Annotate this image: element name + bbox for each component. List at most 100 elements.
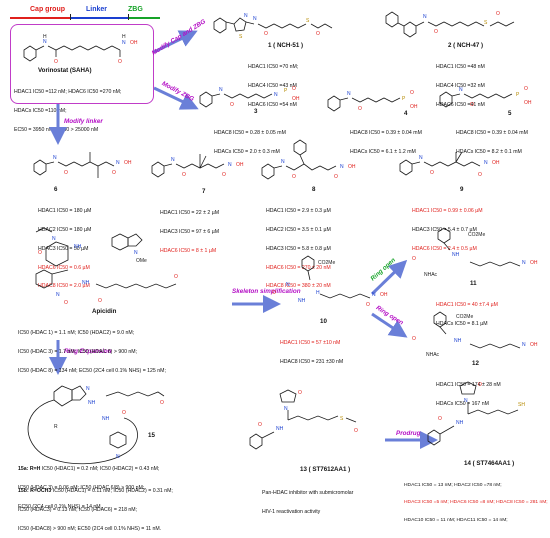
compound-15a-data-line: EC50 (2C4 cell 0.1% NHS) = 14 nM. — [18, 503, 103, 510]
legend-cap-group: Cap group — [30, 6, 65, 13]
compound-2-data-line: HDAC1 IC50 =48 nM — [436, 64, 485, 71]
svg-text:NH: NH — [456, 420, 464, 426]
svg-text:O: O — [112, 170, 116, 176]
compound-1-data-line: HDAC6 IC50 =54 nM — [248, 101, 297, 108]
compound-12-label: 12 — [472, 360, 479, 367]
svg-text:N: N — [56, 292, 60, 298]
svg-text:OH: OH — [236, 162, 244, 168]
compound-10-label: 10 — [320, 318, 327, 325]
svg-text:N: N — [253, 16, 257, 22]
compound-6-data-line: HDAC1 IC50 = 180 µM — [38, 208, 92, 215]
svg-text:O: O — [292, 86, 296, 92]
compound-12-data: HDAC1 IC50 = 174 ± 28 nM HDACs IC50 = 16… — [436, 370, 501, 414]
legend-zbg: ZBG — [128, 6, 143, 13]
svg-text:H: H — [316, 290, 320, 296]
compound-3-structure: N O N P O OH — [199, 86, 300, 108]
compound-4-label: 4 — [404, 110, 408, 117]
svg-text:O: O — [222, 172, 226, 178]
svg-text:OH: OH — [292, 96, 300, 102]
compound-6-data-line: HDAC3 IC50 = 50 µM — [38, 245, 89, 252]
svg-text:S: S — [306, 18, 310, 24]
svg-text:O: O — [272, 290, 276, 296]
compound-13-data-line: HIV-1 reactivation activity — [262, 509, 321, 516]
svg-text:OH: OH — [124, 160, 132, 166]
compound-5-data-line: HDACs IC50 = 8.2 ± 0.1 mM — [456, 149, 522, 156]
svg-text:O: O — [64, 170, 68, 176]
compound-4-data-line: HDAC8 IC50 = 0.39 ± 0.04 mM — [350, 130, 422, 137]
svg-text:N: N — [522, 342, 526, 348]
svg-text:N: N — [116, 454, 120, 460]
svg-text:O: O — [430, 170, 434, 176]
svg-text:SH: SH — [518, 402, 525, 408]
compound-8-data-line: HDAC3 IC50 = 5.8 ± 0.8 µM — [266, 245, 331, 252]
svg-text:O: O — [54, 59, 58, 65]
svg-text:N: N — [219, 87, 223, 93]
legend-tick-1 — [70, 14, 71, 20]
apicidin-data-line: IC50 (HDAC 8) = 134 nM; EC50 (2C4 cell 0… — [18, 367, 166, 374]
arrow-label-ring-expansion: Ring Expansion — [64, 348, 112, 355]
svg-text:CO2Me: CO2Me — [468, 232, 485, 238]
svg-text:S: S — [239, 34, 243, 40]
svg-text:H: H — [43, 34, 47, 40]
compound-13-data: Pan-HDAC inhibitor with submicromolar HI… — [262, 478, 353, 522]
svg-text:N: N — [484, 160, 488, 166]
compound-15b-data-line: IC50 (HDAC3) = 0.13 nM; IC50 (HDAC6) = 2… — [18, 507, 138, 514]
compound-7-data-line-selective: HDAC6 IC50 = 8 ± 1 µM — [160, 247, 217, 254]
svg-text:O: O — [410, 90, 414, 96]
svg-text:O: O — [98, 298, 102, 304]
compound-6-label: 6 — [54, 186, 58, 193]
compound-7-data-line: HDAC1 IC50 = 22 ± 2 µM — [160, 210, 220, 217]
compound-1-data-line: HDAC4 IC50 =43 nM — [248, 83, 297, 90]
svg-text:CO2Me: CO2Me — [318, 260, 335, 266]
svg-text:O: O — [524, 86, 528, 92]
compound-2-structure: N O S O — [385, 11, 515, 38]
svg-text:N: N — [274, 92, 278, 98]
compound-5-data-line: HDAC8 IC50 = 0.39 ± 0.04 mM — [456, 130, 528, 137]
compound-8-data: HDAC1 IC50 = 2.9 ± 0.3 µM HDAC2 IC50 = 3… — [266, 196, 331, 296]
svg-text:O: O — [174, 274, 178, 280]
svg-text:P: P — [402, 96, 406, 102]
svg-text:N: N — [423, 14, 427, 20]
compound-3-data: HDAC8 IC50 = 0.28 ± 0.05 mM HDACs IC50 =… — [214, 118, 286, 162]
compound-15a-data-line: IC50 (HDAC 3) = 0.06 nM; IC50 (HDAC 6/8)… — [18, 485, 145, 492]
svg-text:H: H — [122, 34, 126, 40]
svg-text:O: O — [38, 250, 42, 256]
compound-2-data-line: HDAC6 IC50 =41 nM — [436, 101, 485, 108]
svg-text:O: O — [334, 174, 338, 180]
svg-text:O: O — [118, 59, 122, 65]
compound-4-data: HDAC8 IC50 = 0.39 ± 0.04 mM HDACs IC50 =… — [350, 118, 422, 162]
compound-1-label: 1 ( NCH-51 ) — [268, 42, 304, 49]
compound-2-data: HDAC1 IC50 =48 nM HDAC4 IC50 =32 nM HDAC… — [436, 52, 485, 114]
compound-7-structure: N O N OH O — [151, 154, 244, 178]
apicidin-label: Apicidin — [92, 308, 117, 315]
compound-11-label: 11 — [470, 280, 477, 287]
apicidin-data-line: IC50 (HDAC 3) = 1.7 nM; IC50 (HDAC 6) > … — [18, 349, 138, 356]
legend-linker: Linker — [86, 6, 108, 13]
compound-11-structure: CO2Me O NHAc NH N OH — [412, 227, 538, 278]
svg-text:NH: NH — [276, 426, 284, 432]
compound-11-data-line-selective: HDAC1 IC50 = 40 ±7.4 µM — [436, 302, 498, 309]
compound-8-label: 8 — [312, 186, 316, 193]
svg-text:OH: OH — [530, 260, 538, 266]
saha-data-line: HDACs IC50 =110 nM; — [14, 108, 67, 115]
svg-text:S: S — [484, 20, 488, 26]
svg-text:O: O — [412, 256, 416, 262]
svg-text:N: N — [372, 292, 376, 298]
compound-7-data: HDAC1 IC50 = 22 ± 2 µM HDAC3 IC50 = 97 ±… — [160, 198, 219, 260]
svg-text:N: N — [53, 155, 57, 161]
compound-12-data-line: HDACs IC50 = 167 nM — [436, 401, 489, 408]
compound-14-data-line-selective: HDAC3 IC50 =5 nM; HDAC6 IC50 =8 nM; HDAC… — [404, 500, 548, 506]
compound-9-structure: N O N OH O — [399, 151, 500, 178]
compound-15a-data: 15a: R=H IC50 (HDAC1) = 0.2 nM; IC50 (HD… — [18, 454, 159, 516]
svg-text:O: O — [366, 302, 370, 308]
svg-text:NH: NH — [88, 400, 96, 406]
arrow-ring-open-1 — [370, 259, 408, 296]
apicidin-data-line: IC50 (HDAC 1) = 1.1 nM; IC50 (HDAC2) = 9… — [18, 330, 135, 337]
saha-data: HDAC1 IC50 =112 nM; HDAC6 IC50 =270 nM; … — [14, 77, 121, 139]
svg-text:P: P — [284, 88, 288, 94]
svg-text:N: N — [244, 13, 248, 19]
svg-text:O: O — [412, 336, 416, 342]
compound-10-structure: CO2Me N O NH H N OH O — [272, 255, 388, 308]
svg-text:O: O — [292, 174, 296, 180]
compound-6-data-line: HDAC2 IC50 = 180 µM — [38, 227, 92, 234]
